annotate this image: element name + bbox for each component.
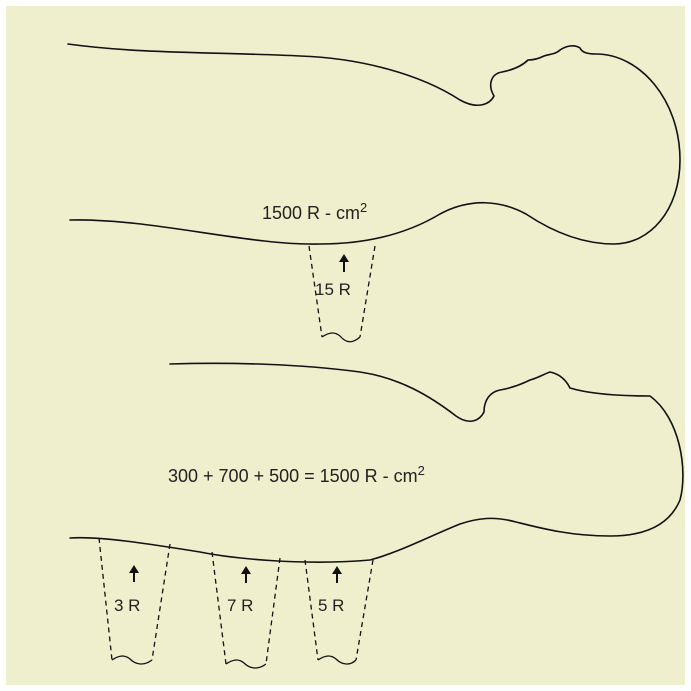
top-body-outline: [68, 44, 680, 244]
top-field-arrow-icon: [339, 254, 349, 262]
top-total-dose-label: 1500 R - cm2: [262, 203, 367, 224]
bottom-field1-left-dashed-line: [99, 538, 112, 660]
bottom-field1-arrow-icon: [129, 565, 139, 573]
bottom-field2-exit-wave: [226, 660, 266, 668]
bottom-patient: [70, 363, 683, 668]
bottom-sum-dose-text: 300 + 700 + 500 = 1500 R - cm: [168, 466, 418, 486]
bottom-body-outline: [70, 363, 683, 562]
top-field-right-dashed-line: [360, 246, 375, 337]
top-total-dose-text: 1500 R - cm: [262, 203, 360, 223]
top-field-exit-wave: [322, 333, 360, 342]
bottom-sum-dose-label: 300 + 700 + 500 = 1500 R - cm2: [168, 466, 425, 487]
bottom-field3-right-dashed-line: [356, 560, 373, 660]
bottom-field2-arrow-icon: [241, 566, 251, 574]
bottom-field3-left-dashed-line: [305, 560, 318, 660]
bottom-field1-exit-wave: [112, 656, 152, 664]
top-total-dose-exponent: 2: [360, 200, 367, 215]
bottom-field1-dose-label: 3 R: [114, 596, 140, 616]
top-field-dose-label: 15 R: [315, 280, 351, 300]
bottom-field2-dose-label: 7 R: [227, 596, 253, 616]
bottom-field1-right-dashed-line: [152, 544, 170, 660]
bottom-field3-arrow-icon: [332, 566, 342, 574]
bottom-field2-left-dashed-line: [212, 552, 226, 664]
bottom-sum-dose-exponent: 2: [418, 463, 425, 478]
bottom-field2-right-dashed-line: [266, 558, 280, 664]
bottom-field3-exit-wave: [318, 656, 356, 664]
top-patient: [68, 44, 680, 342]
bottom-field3-dose-label: 5 R: [318, 596, 344, 616]
